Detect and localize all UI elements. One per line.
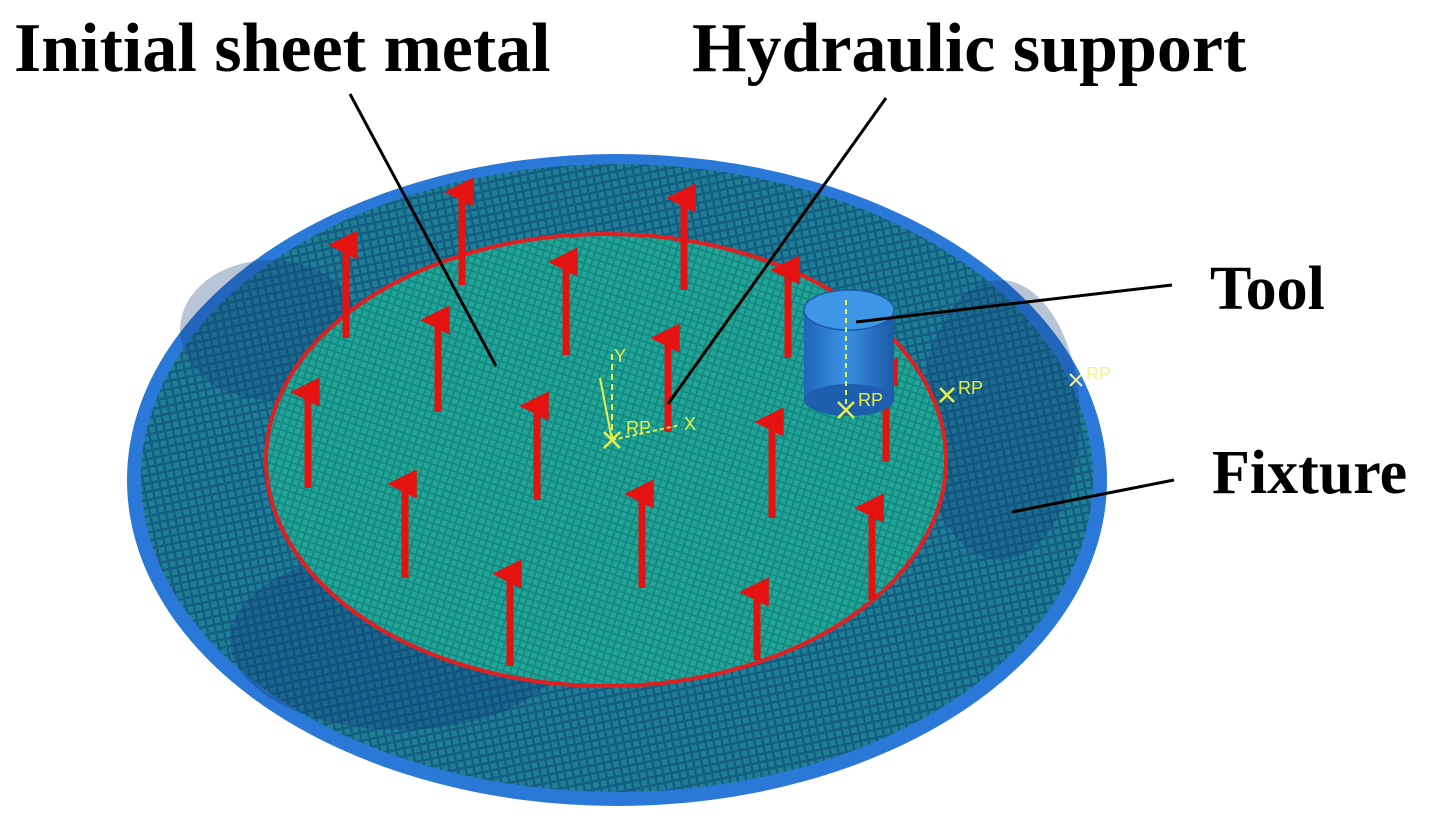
tool-cylinder: RP [803,289,895,419]
rp-cross-marker [837,401,855,419]
leader-hydraulic-support [666,97,888,405]
leader-lines [348,93,1175,514]
tool-top [803,289,895,331]
axis-line [611,424,681,441]
far-reference-point: RP [1069,364,1111,387]
label-tool: Tool [1210,255,1325,323]
rp-tool-label: RP [858,390,883,410]
axis-line [599,377,613,441]
right-reference-point: RP [939,378,983,403]
leader-sheet-metal [348,93,498,367]
leader-fixture [1011,478,1175,514]
axis-x-letter: X [684,414,696,434]
rp-cross-marker [1069,373,1083,387]
axis-y-letter: Y [614,346,626,366]
leader-tool [855,283,1173,324]
rp-cross-marker [939,387,955,403]
center-reference-point: RP Y X [599,346,696,449]
label-hydraulic-support: Hydraulic support [692,10,1247,87]
label-fixture: Fixture [1212,439,1408,507]
label-initial-sheet-metal: Initial sheet metal [14,10,551,87]
rp-cross-marker [603,431,621,449]
rp-right-label: RP [958,378,983,398]
pressure-arrows [290,177,898,666]
fixture-shading-2 [920,280,1080,560]
boundary-ring [264,232,948,688]
tool-bottom [804,384,894,416]
rp-far-label: RP [1086,364,1111,384]
rp-center-label: RP [626,418,651,438]
